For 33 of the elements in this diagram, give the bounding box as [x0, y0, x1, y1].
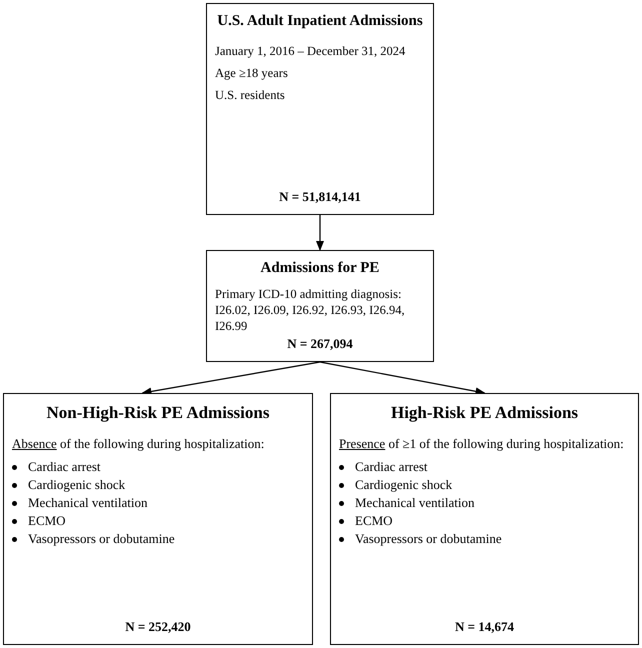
underlined-text: Absence: [12, 436, 57, 452]
criteria-text: Age ≥18 years: [215, 64, 289, 81]
list-item-text: ECMO: [355, 512, 393, 530]
list-item-text: Cardiac arrest: [355, 458, 428, 476]
list-item-text: Vasopressors or dobutamine: [28, 530, 175, 548]
criteria-text: Primary ICD-10 admitting diagnosis: I26.02, I26.09, I26.92, I26.93, I26.94, I26.99: [215, 286, 406, 334]
count-text: N = 252,420: [124, 618, 192, 636]
list-item-text: Cardiac arrest: [28, 458, 101, 476]
flowchart-box: [3, 393, 313, 645]
underlined-text: Presence: [339, 436, 386, 452]
count-text: N = 267,094: [286, 334, 354, 353]
box-heading: Admissions for PE: [260, 259, 380, 278]
box-heading: U.S. Adult Inpatient Admissions: [216, 12, 424, 31]
criteria-text: U.S. residents: [215, 86, 286, 103]
box-heading: Non-High-Risk PE Admissions: [46, 402, 270, 424]
flowchart-box: [206, 250, 434, 362]
criteria-text: of ≥1 of the following during hospitalization:: [388, 436, 624, 452]
box-heading: High-Risk PE Admissions: [390, 402, 580, 424]
criteria-text: January 1, 2016 – December 31, 2024: [215, 42, 406, 59]
list-item-text: Mechanical ventilation: [28, 494, 148, 512]
arrow: [316, 215, 324, 251]
list-item-text: Cardiogenic shock: [355, 476, 452, 494]
list-item-text: Cardiogenic shock: [28, 476, 126, 494]
count-text: N = 51,814,141: [278, 188, 362, 206]
count-text: N = 14,674: [454, 618, 516, 636]
list-item-text: Vasopressors or dobutamine: [355, 530, 502, 548]
arrow: [142, 361, 320, 396]
list-item-text: ECMO: [28, 512, 66, 530]
list-item-text: Mechanical ventilation: [355, 494, 474, 512]
arrow: [320, 361, 486, 396]
criteria-text: of the following during hospitalization:: [60, 436, 264, 452]
flowchart-box: [206, 3, 434, 215]
flowchart-box: [330, 393, 639, 645]
